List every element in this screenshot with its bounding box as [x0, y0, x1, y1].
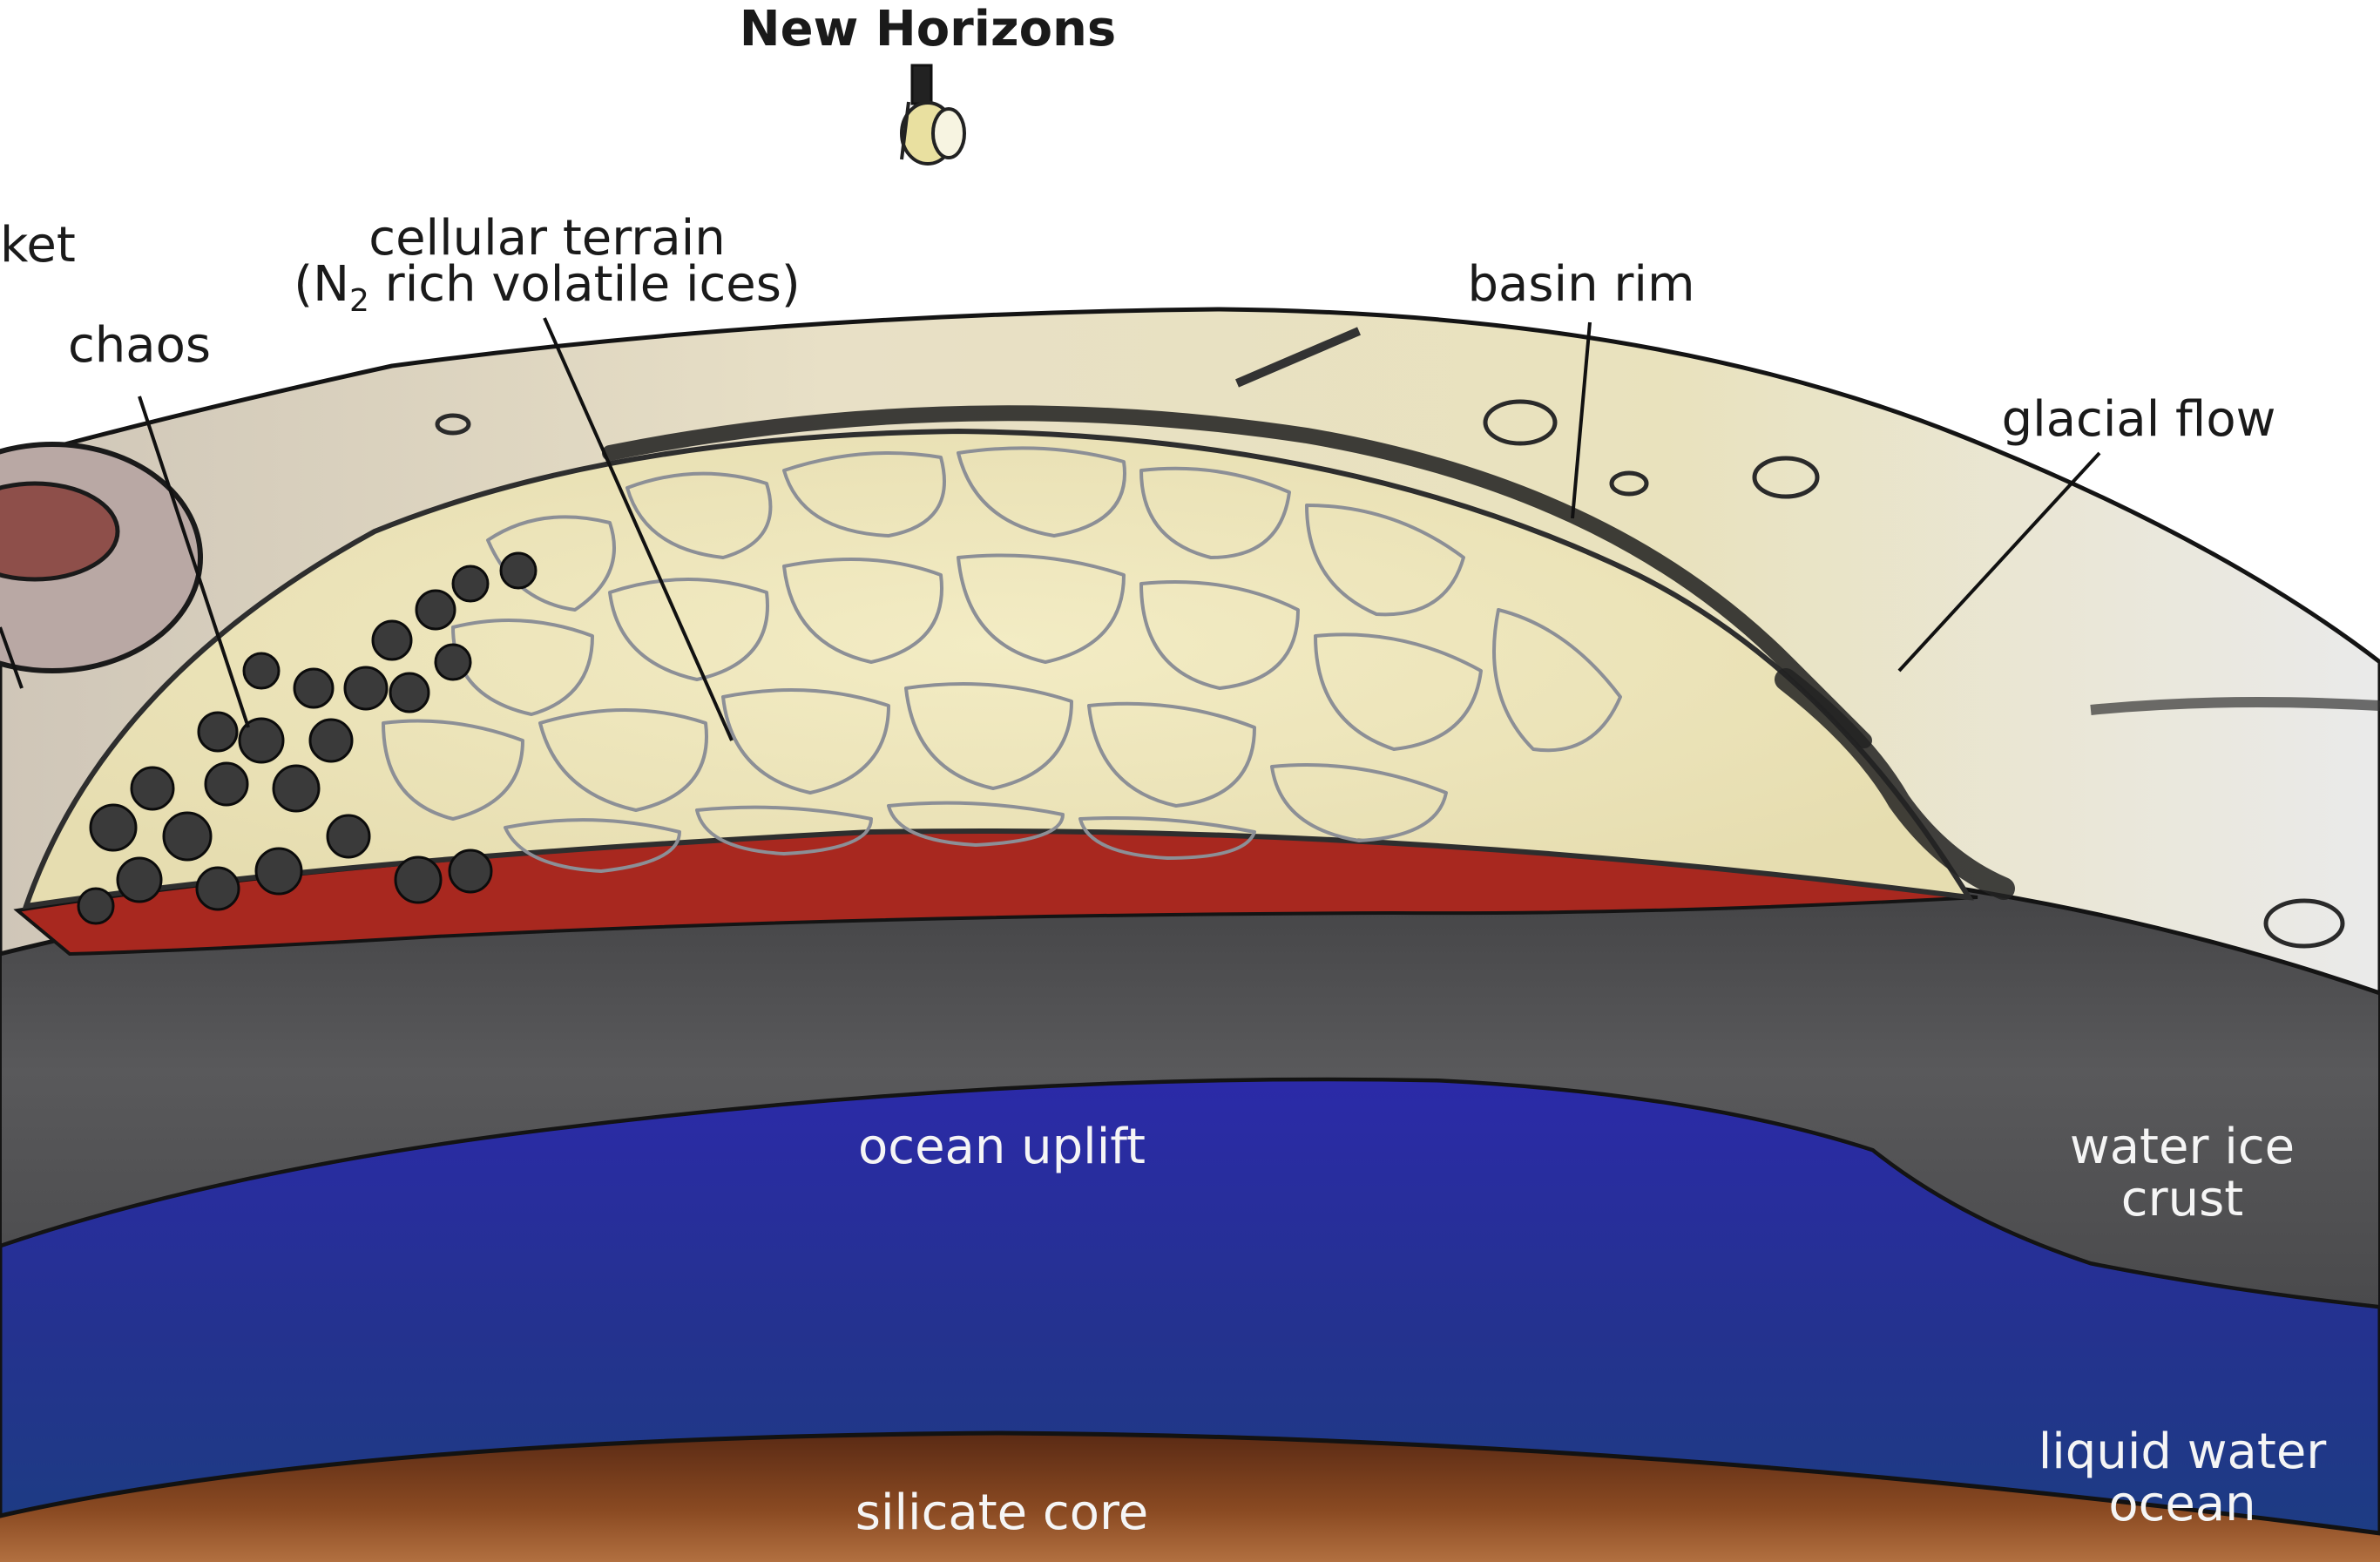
label-water-ice-crust-line2: crust [2121, 1171, 2243, 1227]
label-chaos: chaos [68, 317, 211, 374]
title-new-horizons: New Horizons [740, 1, 1117, 57]
label-glacial-flow: glacial flow [2002, 391, 2276, 448]
label-liquid-water-ocean-line2: ocean [2108, 1476, 2255, 1532]
new-horizons-spacecraft-icon [902, 65, 964, 164]
label-ocean-uplift: ocean uplift [858, 1119, 1146, 1175]
label-liquid-water-ocean-line1: liquid water [2039, 1423, 2328, 1480]
label-basin-rim: basin rim [1467, 256, 1694, 313]
label-basket-partial: ket [0, 217, 76, 274]
label-water-ice-crust-line1: water ice [2070, 1119, 2295, 1175]
label-cellular-terrain-line2: (N2 rich volatile ices) [294, 256, 801, 319]
label-silicate-core: silicate core [855, 1484, 1148, 1541]
